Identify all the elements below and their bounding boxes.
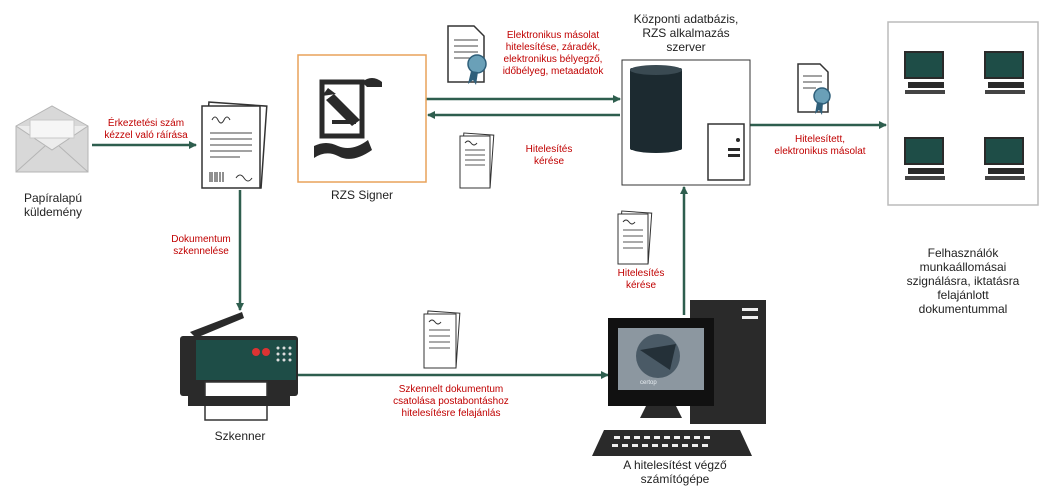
electronic-copy-label: Elektronikus másolat hitelesítése, zárad…: [502, 30, 604, 77]
database-icon: [630, 65, 682, 153]
scanner-label: Szkenner: [214, 429, 266, 443]
scanning-label: Dokumentum szkennelése: [171, 234, 231, 257]
signer-label: RZS Signer: [330, 188, 394, 202]
mail-label: Papíralapú küldemény: [23, 191, 83, 219]
certificate-icon-right: [797, 63, 831, 115]
scanner-icon: [180, 312, 298, 421]
scanned-attach-label: Szkennelt dokumentum csatolása postabont…: [393, 384, 509, 419]
arrows: [92, 95, 887, 379]
request-document-icon-right: [617, 210, 653, 265]
authenticated-label: Hitelesített, elektronikus másolat: [774, 134, 866, 157]
svg-text:certop: certop: [640, 380, 657, 386]
server-tower-icon: [707, 123, 745, 181]
computer-icon: certop: [592, 300, 766, 456]
server-label: Központi adatbázis, RZS alkalmazás szerv…: [633, 12, 739, 54]
workstation-icons: [904, 51, 1025, 180]
paper-document-icon: [201, 101, 268, 189]
auth-request-label-right: Hitelesítés kérése: [617, 268, 665, 291]
registration-label: Érkeztetési szám kézzel való ráírása: [104, 118, 188, 141]
request-document-icon-top: [459, 132, 495, 189]
workstations-label: Felhasználók munkaállomásai szignálásra,…: [906, 246, 1020, 316]
scanned-document-icon: [423, 310, 461, 369]
envelope-icon: [15, 105, 89, 173]
computer-label: A hitelesítést végző számítógépe: [623, 458, 727, 486]
signer-box[interactable]: [297, 54, 427, 183]
signer-quill-icon: [314, 78, 382, 159]
certificate-icon-top: [447, 25, 487, 85]
auth-request-label-top: Hitelesítés kérése: [525, 144, 573, 167]
